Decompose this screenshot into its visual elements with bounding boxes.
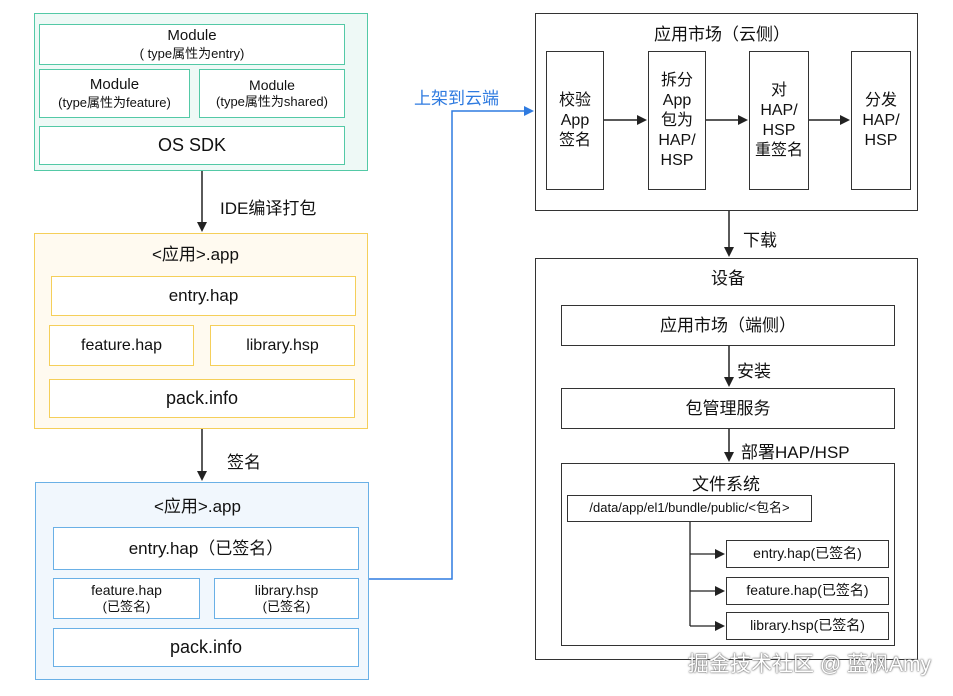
cloud-step-resign: 对 HAP/ HSP 重签名: [749, 51, 809, 190]
package-manager-label: 包管理服务: [685, 398, 771, 418]
unsigned-library-hsp: library.hsp: [210, 325, 355, 366]
fs-path-label: /data/app/el1/bundle/public/<包名>: [589, 500, 790, 516]
fs-library-hsp: library.hsp(已签名): [726, 612, 889, 640]
module-entry-box: Module ( type属性为entry): [39, 24, 345, 65]
device-title: 设备: [711, 269, 745, 288]
file-system-title: 文件系统: [692, 475, 760, 494]
unsigned-feature-hap: feature.hap: [49, 325, 194, 366]
signed-entry-hap: entry.hap（已签名）: [53, 527, 359, 570]
signed-pack-label: pack.info: [169, 637, 243, 658]
unsigned-library-label: library.hsp: [246, 336, 319, 354]
app-unsigned-title: <应用>.app: [152, 245, 239, 264]
fs-entry-label: entry.hap(已签名): [753, 545, 862, 562]
cloud-market-title: 应用市场（云侧）: [654, 25, 790, 44]
fs-path-box: /data/app/el1/bundle/public/<包名>: [567, 495, 812, 522]
watermark-text: 掘金技术社区 @ 蓝枫Amy: [688, 653, 931, 676]
cloud-step-distribute: 分发 HAP/ HSP: [851, 51, 911, 190]
compile-step-label: IDE编译打包: [220, 199, 317, 218]
fs-entry-hap: entry.hap(已签名): [726, 540, 889, 568]
signed-library-hsp: library.hsp (已签名): [214, 578, 359, 619]
cloud-step-split-label: 拆分 App 包为 HAP/ HSP: [658, 71, 696, 169]
cloud-step-split: 拆分 App 包为 HAP/ HSP: [648, 51, 706, 190]
fs-feature-label: feature.hap(已签名): [746, 582, 869, 599]
unsigned-pack-label: pack.info: [165, 388, 239, 409]
cloud-step-distribute-label: 分发 HAP/ HSP: [862, 91, 900, 149]
cloud-step-verify-label: 校验 App 签名: [558, 91, 591, 149]
fs-feature-hap: feature.hap(已签名): [726, 577, 889, 605]
signed-feature-title: feature.hap: [91, 581, 162, 598]
signed-feature-hap: feature.hap (已签名): [53, 578, 200, 619]
cloud-step-resign-label: 对 HAP/ HSP 重签名: [754, 81, 803, 159]
module-shared-title: Module: [249, 76, 295, 93]
unsigned-pack-info: pack.info: [49, 379, 355, 418]
upload-arrow: [369, 106, 534, 580]
install-label: 安装: [737, 362, 771, 381]
module-feature-sub: (type属性为feature): [58, 94, 171, 110]
signed-library-sub: (已签名): [262, 599, 311, 615]
deploy-label: 部署HAP/HSP: [741, 443, 850, 462]
device-market-label: 应用市场（端侧）: [660, 315, 796, 335]
module-entry-title: Module: [167, 27, 217, 44]
unsigned-entry-hap: entry.hap: [51, 276, 356, 316]
module-shared-box: Module (type属性为shared): [199, 69, 345, 118]
upload-label: 上架到云端: [414, 89, 499, 108]
package-manager-box: 包管理服务: [561, 388, 895, 429]
os-sdk-label: OS SDK: [157, 135, 227, 156]
app-signed-title: <应用>.app: [154, 497, 241, 516]
signed-library-title: library.hsp: [254, 581, 319, 598]
module-shared-sub: (type属性为shared): [216, 94, 328, 110]
signed-feature-sub: (已签名): [102, 599, 151, 615]
cloud-step-verify: 校验 App 签名: [546, 51, 604, 190]
unsigned-entry-label: entry.hap: [168, 286, 239, 306]
download-label: 下载: [743, 231, 777, 250]
signed-pack-info: pack.info: [53, 628, 359, 667]
fs-library-label: library.hsp(已签名): [750, 617, 865, 634]
module-feature-title: Module: [89, 76, 140, 93]
device-market-box: 应用市场（端侧）: [561, 305, 895, 346]
signed-entry-label: entry.hap（已签名）: [128, 538, 284, 558]
unsigned-feature-label: feature.hap: [81, 336, 162, 354]
module-feature-box: Module (type属性为feature): [39, 69, 190, 118]
os-sdk-box: OS SDK: [39, 126, 345, 165]
sign-step-label: 签名: [227, 453, 261, 472]
module-entry-sub: ( type属性为entry): [139, 45, 245, 61]
